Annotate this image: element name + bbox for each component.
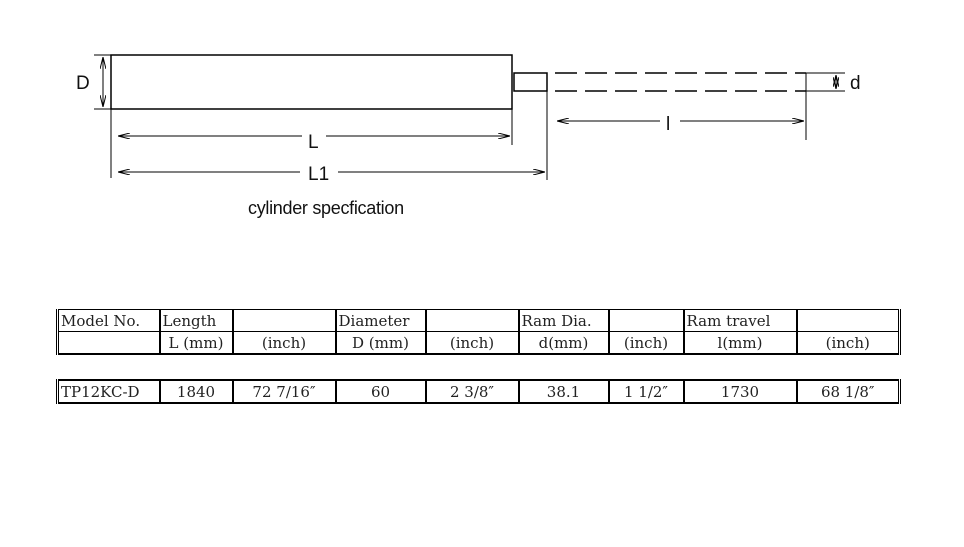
- subheader-diameter-mm: D (mm): [335, 331, 427, 355]
- ram-rod: [513, 72, 548, 92]
- cell-ram-dia-inch: 1 1/2″: [608, 379, 685, 404]
- cell-model: TP12KC-D: [56, 379, 161, 404]
- cell-diameter-inch: 2 3/8″: [425, 379, 520, 404]
- header-diameter: Diameter: [335, 309, 427, 332]
- label-l: l: [666, 114, 670, 135]
- header-ram-travel-inch: [796, 309, 901, 332]
- cylinder-body: [110, 54, 513, 110]
- label-L: L: [308, 132, 319, 153]
- subheader-ram-dia-inch: (inch): [608, 331, 685, 355]
- spec-data-table: TP12KC-D 1840 72 7/16″ 60 2 3/8″ 38.1 1 …: [56, 379, 901, 404]
- header-row-bottom: L (mm) (inch) D (mm) (inch) d(mm) (inch)…: [56, 331, 901, 355]
- subheader-diameter-inch: (inch): [425, 331, 520, 355]
- header-ram-travel: Ram travel: [683, 309, 798, 332]
- cell-ram-travel-mm: 1730: [683, 379, 798, 404]
- subheader-ram-dia-mm: d(mm): [518, 331, 610, 355]
- subheader-model: [56, 331, 161, 355]
- cylinder-diagram: D d l L L1: [76, 54, 861, 185]
- header-diameter-inch: [425, 309, 520, 332]
- spec-header-table: Model No. Length Diameter Ram Dia. Ram t…: [56, 309, 901, 355]
- cell-length-mm: 1840: [159, 379, 234, 404]
- label-L1: L1: [308, 164, 329, 185]
- label-d: d: [850, 73, 861, 94]
- subheader-ram-travel-mm: l(mm): [683, 331, 798, 355]
- header-length-inch: [232, 309, 337, 332]
- table-row: TP12KC-D 1840 72 7/16″ 60 2 3/8″ 38.1 1 …: [56, 379, 901, 404]
- header-ram-dia-inch: [608, 309, 685, 332]
- subheader-ram-travel-inch: (inch): [796, 331, 901, 355]
- diagram-caption: cylinder specfication: [248, 198, 404, 218]
- cell-diameter-mm: 60: [335, 379, 427, 404]
- header-length: Length: [159, 309, 234, 332]
- subheader-length-inch: (inch): [232, 331, 337, 355]
- header-ram-dia: Ram Dia.: [518, 309, 610, 332]
- label-D: D: [76, 73, 90, 94]
- subheader-length-mm: L (mm): [159, 331, 234, 355]
- cell-ram-travel-inch: 68 1/8″: [796, 379, 901, 404]
- header-model: Model No.: [56, 309, 161, 332]
- cell-ram-dia-mm: 38.1: [518, 379, 610, 404]
- header-row-top: Model No. Length Diameter Ram Dia. Ram t…: [56, 309, 901, 332]
- cell-length-inch: 72 7/16″: [232, 379, 337, 404]
